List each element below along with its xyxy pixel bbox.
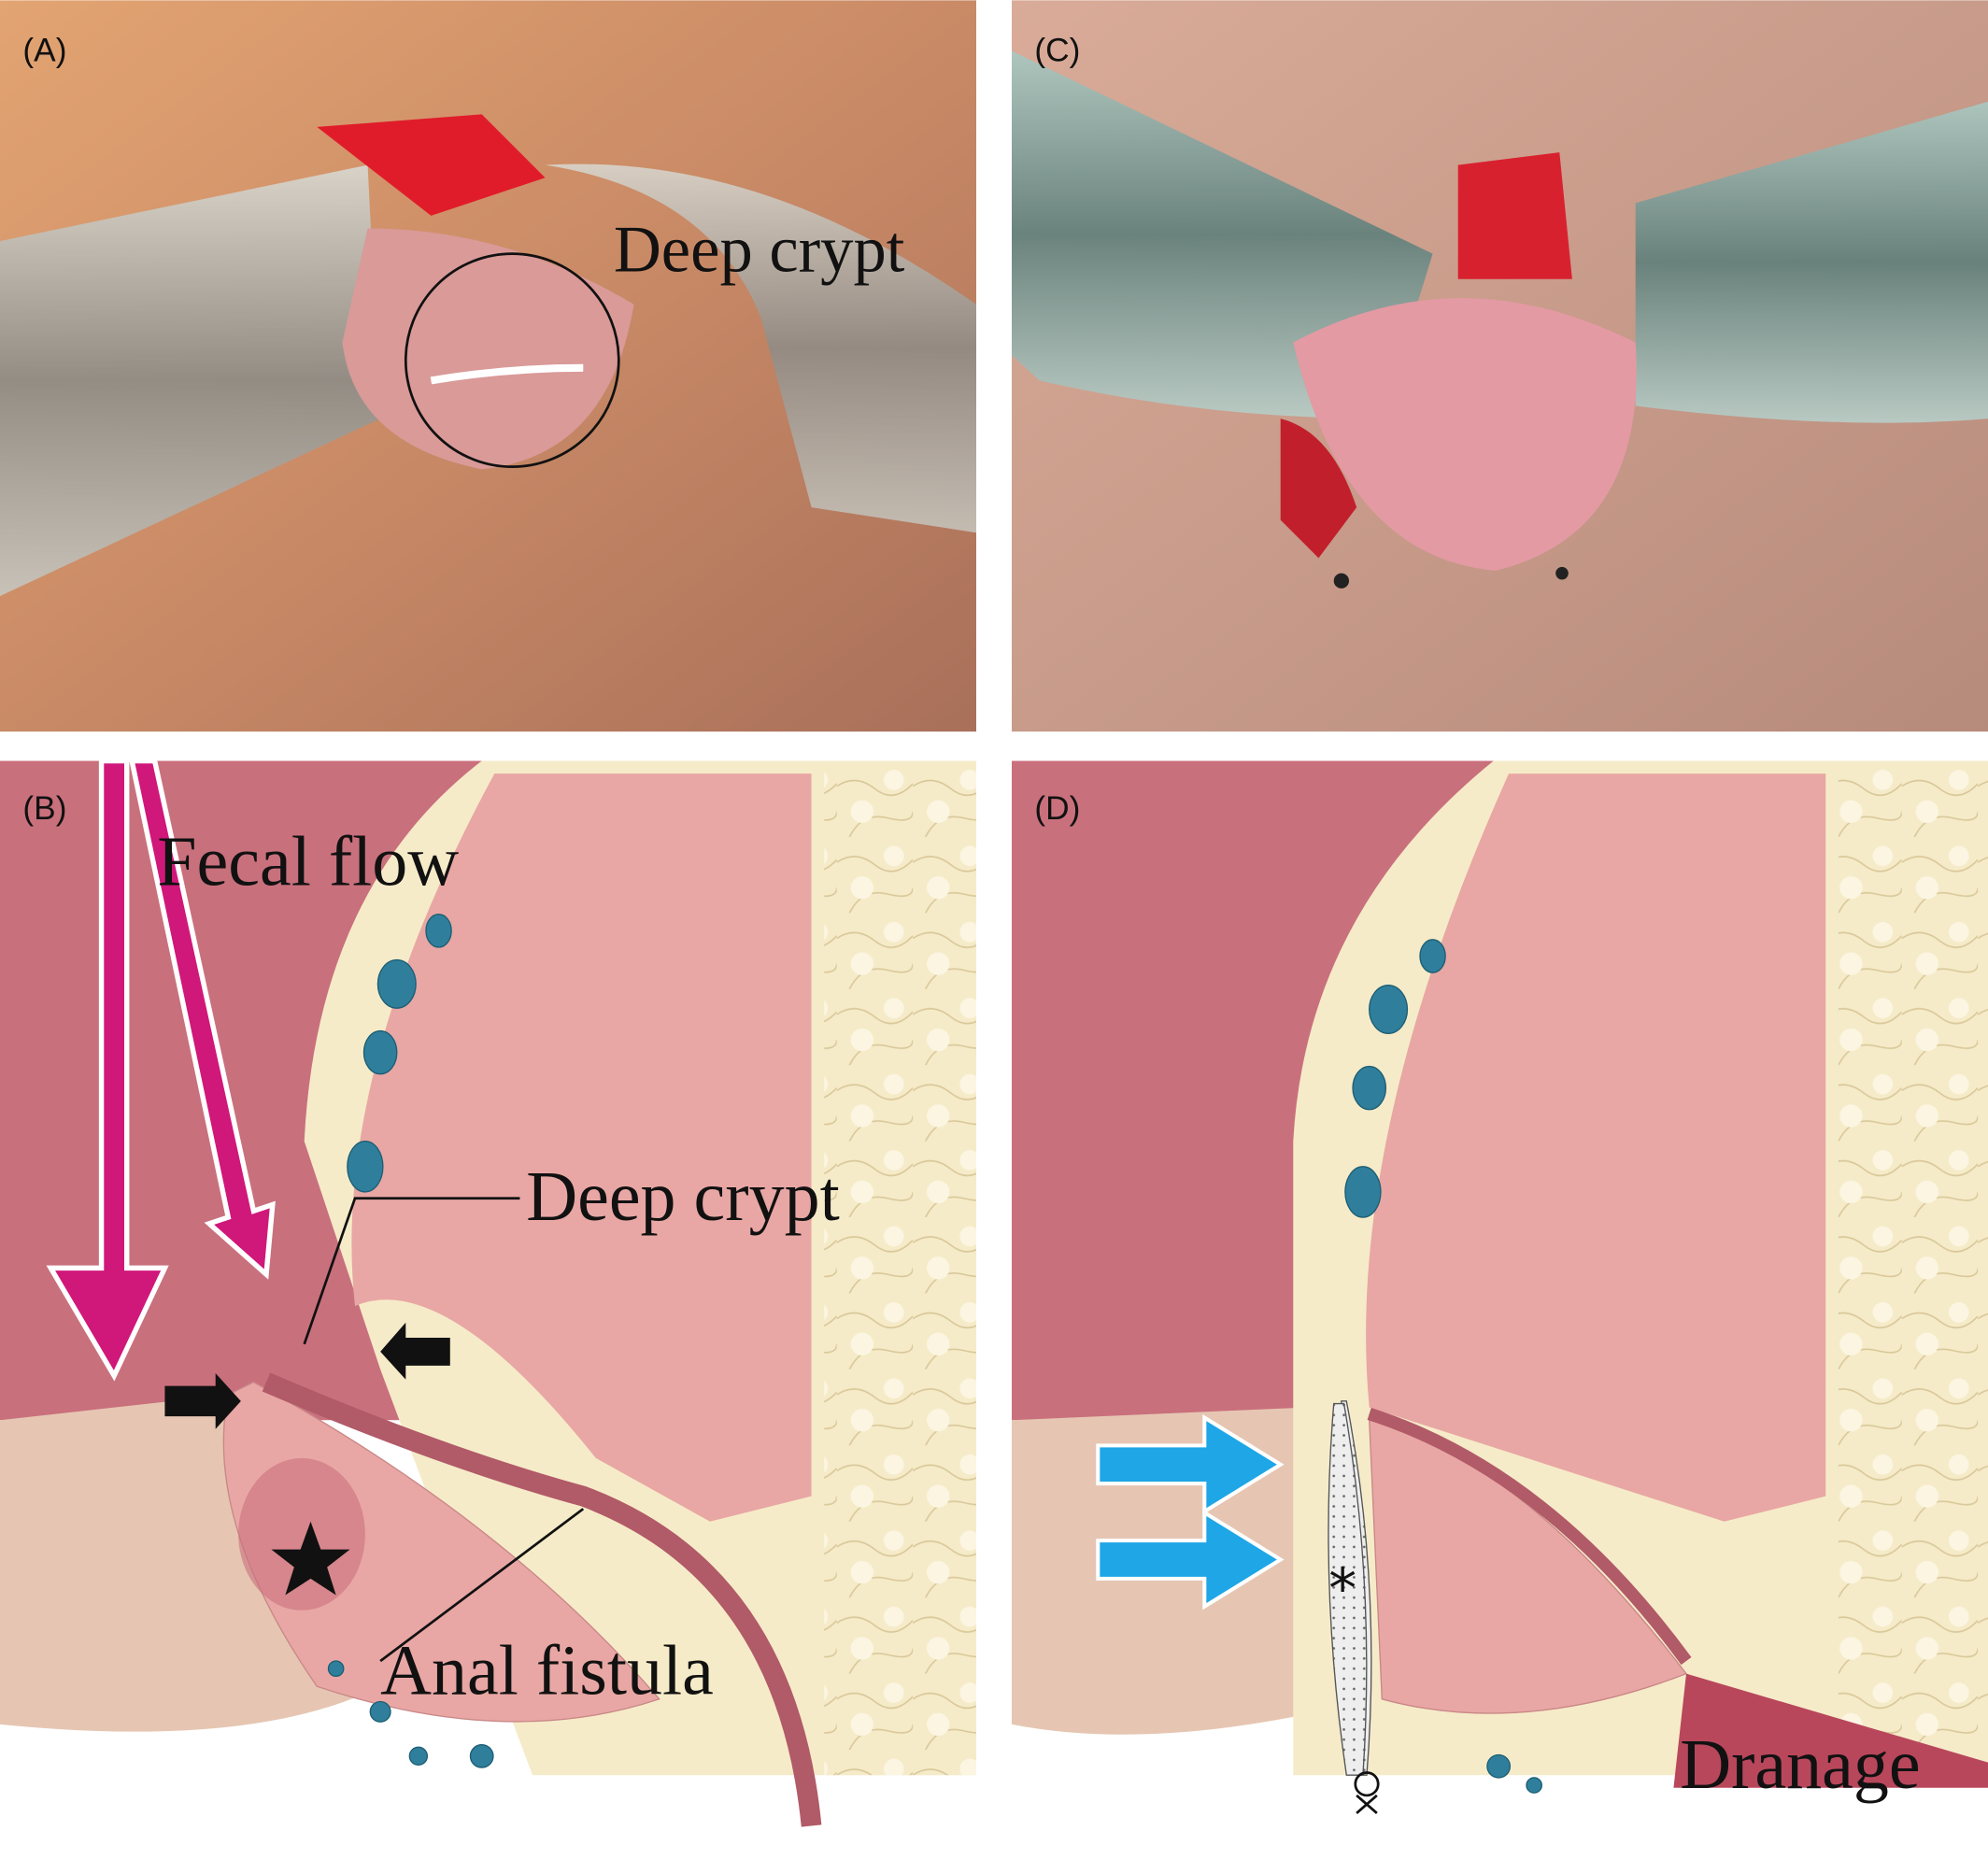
panel-c-label: (C) (1034, 32, 1080, 68)
push-arrow-icon (1096, 1413, 1285, 1515)
anal-fistula-label: Anal fistula (380, 1631, 714, 1710)
panel-d-illustration: * (D) Dranage (1012, 760, 1988, 1859)
panel-b-label: (B) (22, 790, 66, 827)
panel-d-label: (D) (1034, 790, 1080, 827)
push-arrow-icon (1096, 1509, 1285, 1611)
panel-a-label: (A) (22, 32, 66, 68)
panel-b-illustration: (B) Fecal flow Deep crypt Anal fistula (0, 760, 976, 1859)
drainage-label: Dranage (1680, 1725, 1920, 1804)
panel-a-deep-crypt-label: Deep crypt (614, 214, 905, 287)
asterisk-mark: * (1328, 1557, 1356, 1622)
panel-c-photo: (C) (1012, 0, 1988, 732)
panel-a-photo: (A) Deep crypt (0, 0, 976, 732)
fecal-flow-label: Fecal flow (157, 823, 459, 901)
deep-crypt-circle (404, 252, 620, 468)
deep-crypt-label: Deep crypt (526, 1157, 840, 1236)
